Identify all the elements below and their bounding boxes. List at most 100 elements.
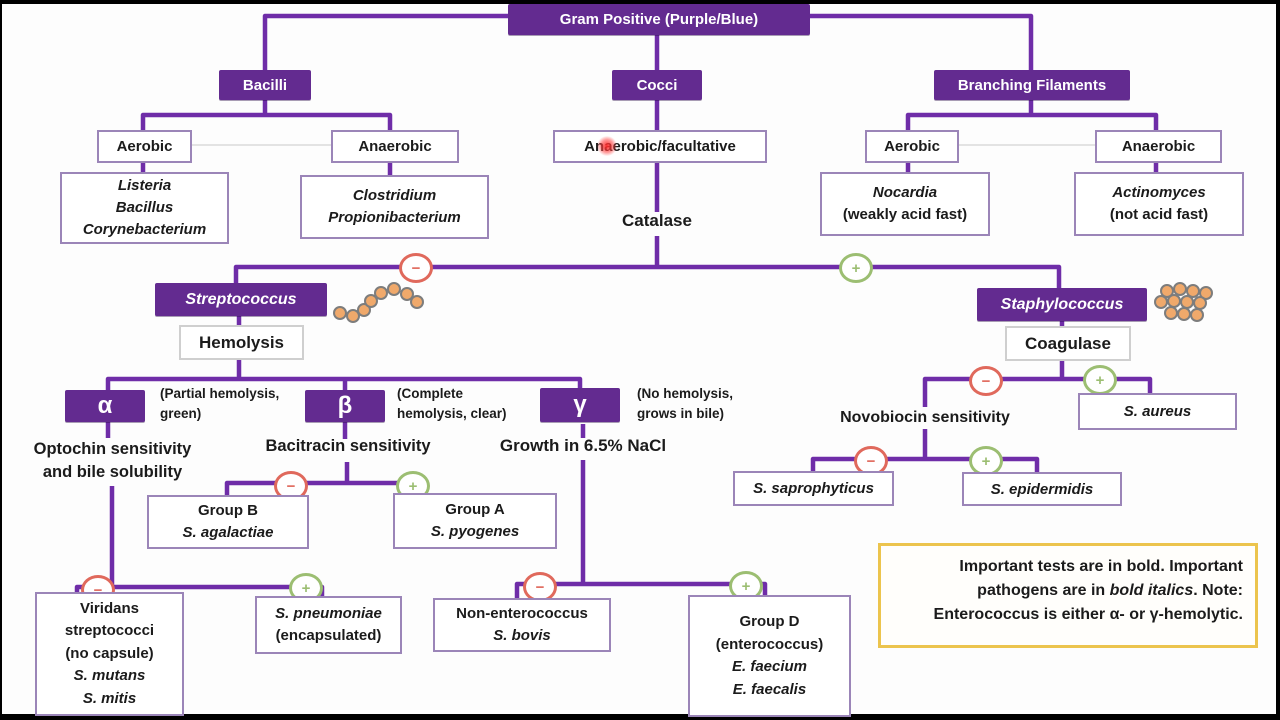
s-agalactiae: S. agalactiae (182, 524, 274, 541)
coccus-dot (374, 286, 388, 300)
coccus-dot (1164, 306, 1178, 320)
bacilli-aerobic-organisms-box: Listeria Bacillus Corynebacterium (60, 172, 229, 244)
actinomyces-box: Actinomyces (not acid fast) (1074, 172, 1244, 236)
bacilli-anaerobic-organisms: Clostridium Propionibacterium (328, 187, 461, 226)
beta-symbol: β (337, 392, 353, 419)
coccus-dot (410, 295, 424, 309)
bacilli-label: Bacilli (242, 76, 288, 94)
divider-line (955, 144, 1095, 146)
s-saprophyticus: S. saprophyticus (753, 480, 874, 497)
staphylococcus-box: Staphylococcus (977, 288, 1147, 321)
alpha-symbol: α (97, 392, 113, 419)
bacilli-aerobic-box: Aerobic (97, 130, 192, 163)
coccus-dot (346, 309, 360, 323)
coagulase-positive-sign: + (1083, 365, 1117, 395)
strep-chain-icon (333, 278, 425, 323)
beta-box: β (305, 390, 385, 422)
beta-description: (Complete hemolysis, clear) (397, 386, 507, 421)
viridans-label: Viridans streptococci (no capsule) (64, 599, 155, 662)
minus-glyph: − (286, 477, 296, 495)
s-saprophyticus-box: S. saprophyticus (733, 471, 894, 506)
minus-glyph: − (535, 578, 545, 596)
catalase-negative-sign: − (399, 253, 433, 283)
viridans-box: Viridans streptococci (no capsule) S. mu… (35, 592, 184, 716)
viridans-species: S. mutans S. mitis (73, 667, 146, 707)
note-bold-italic-word: bold italics (1109, 582, 1194, 599)
cocci-respiration-box: Anaerobic/facultative (553, 130, 767, 163)
minus-glyph: − (411, 259, 421, 277)
note-text: . Important pathogens are in (977, 558, 1243, 599)
catalase-test-label: Catalase (622, 211, 692, 230)
group-b-label: Group B (198, 501, 258, 519)
gamma-symbol: γ (573, 391, 587, 418)
cocci-box: Cocci (612, 70, 702, 100)
actinomyces-note: (not acid fast) (1109, 206, 1209, 223)
root-box: Gram Positive (Purple/Blue) (508, 4, 810, 35)
staphylococcus-label: Staphylococcus (1000, 295, 1124, 313)
note-text: Important tests are in (959, 558, 1127, 575)
streptococcus-label: Streptococcus (185, 290, 297, 308)
coccus-dot (364, 294, 378, 308)
group-d-label: Group D (enterococcus) (715, 613, 824, 653)
s-pneumoniae: S. pneumoniae (275, 604, 382, 622)
pneumoniae-note: (encapsulated) (275, 627, 382, 644)
minus-glyph: − (93, 581, 103, 599)
cocci-label: Cocci (636, 76, 678, 94)
group-b-box: Group B S. agalactiae (147, 495, 309, 549)
minus-glyph: − (981, 372, 991, 390)
note-text: . Note: Enterococcus is either α- or γ-h… (933, 582, 1243, 623)
filaments-aerobic-label: Aerobic (884, 138, 940, 155)
branching-filaments-box: Branching Filaments (934, 70, 1130, 100)
nocardia-note: (weakly acid fast) (842, 206, 968, 223)
group-d-box: Group D (enterococcus) E. faecium E. fae… (688, 595, 851, 717)
branching-filaments-label: Branching Filaments (957, 76, 1107, 94)
nacl-negative-sign: − (523, 572, 557, 602)
nocardia-box: Nocardia (weakly acid fast) (820, 172, 990, 236)
gamma-description: (No hemolysis, grows in bile) (637, 386, 734, 421)
filaments-aerobic-box: Aerobic (865, 130, 959, 163)
nacl-test-label: Growth in 6.5% NaCl (499, 436, 667, 455)
s-aureus: S. aureus (1123, 403, 1192, 420)
plus-glyph: + (301, 579, 311, 597)
group-a-label: Group A (445, 500, 505, 518)
connector-path (74, 13, 1159, 599)
s-epidermidis-box: S. epidermidis (962, 472, 1122, 506)
streptococcus-box: Streptococcus (155, 283, 327, 316)
actinomyces-name: Actinomyces (1112, 183, 1206, 201)
coccus-dot (387, 282, 401, 296)
plus-glyph: + (408, 477, 418, 495)
cursor-highlight (597, 136, 617, 156)
bacilli-anaerobic-organisms-box: Clostridium Propionibacterium (300, 175, 489, 239)
bacilli-anaerobic-label: Anaerobic (358, 138, 432, 155)
non-enterococcus-label: Non-enterococcus (456, 604, 588, 622)
coccus-dot (333, 306, 347, 320)
nocardia-name: Nocardia (872, 183, 938, 201)
s-pyogenes: S. pyogenes (430, 523, 520, 540)
plus-glyph: + (741, 577, 751, 595)
plus-glyph: + (1095, 371, 1105, 389)
plus-glyph: + (981, 452, 991, 470)
bacilli-box: Bacilli (219, 70, 311, 100)
hemolysis-test-box: Hemolysis (179, 325, 304, 360)
note-bold-word: bold (1126, 558, 1161, 575)
enterococcus-species: E. faecium E. faecalis (731, 658, 808, 698)
s-bovis: S. bovis (493, 627, 551, 644)
s-epidermidis: S. epidermidis (990, 480, 1094, 498)
staph-cluster-icon (1152, 282, 1220, 328)
bacilli-anaerobic-box: Anaerobic (331, 130, 459, 163)
plus-glyph: + (851, 259, 861, 277)
legend-note-box: Important tests are in bold. Important p… (878, 543, 1258, 648)
bacilli-aerobic-organisms: Listeria Bacillus Corynebacterium (82, 177, 207, 238)
pneumoniae-box: S. pneumoniae (encapsulated) (255, 596, 402, 654)
filaments-anaerobic-label: Anaerobic (1121, 138, 1196, 155)
coagulase-test-box: Coagulase (1005, 326, 1131, 361)
non-enterococcus-box: Non-enterococcus S. bovis (433, 598, 611, 652)
alpha-box: α (65, 390, 145, 422)
minus-glyph: − (866, 452, 876, 470)
catalase-positive-sign: + (839, 253, 873, 283)
hemolysis-test-label: Hemolysis (198, 332, 285, 352)
root-label: Gram Positive (Purple/Blue) (559, 11, 759, 28)
alpha-description: (Partial hemolysis, green) (160, 386, 280, 421)
